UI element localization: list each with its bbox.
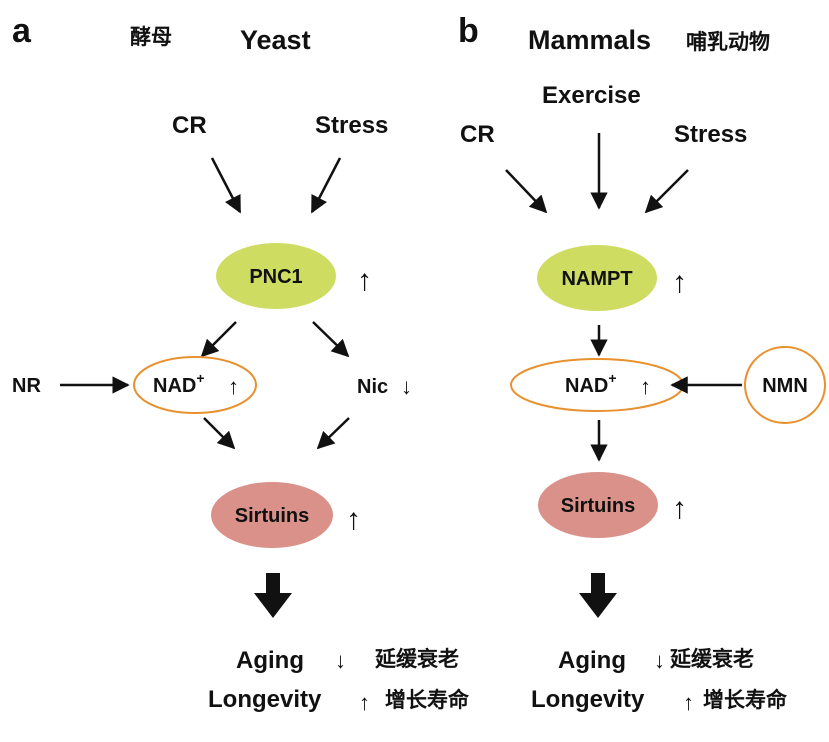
big-down-arrow-b xyxy=(579,573,617,618)
panel-a-letter: a xyxy=(12,12,32,50)
node-sirtuins-b xyxy=(538,472,658,538)
node-nampt-label: NAMPT xyxy=(561,268,632,290)
node-pnc1 xyxy=(216,243,336,309)
aging-a-down-arrow: ↓ xyxy=(335,648,346,673)
outcome-aging-a-cn: 延缓衰老 xyxy=(374,647,459,671)
panel-b-cjk-title: 哺乳动物 xyxy=(686,30,770,54)
outcome-longevity-a-cn: 增长寿命 xyxy=(385,688,470,712)
arrow-pnc1-to-nad xyxy=(200,321,237,358)
panel-a-cjk-title: 酵母 xyxy=(130,25,172,49)
node-sirtuins-b-label: Sirtuins xyxy=(561,495,635,517)
arrow-pnc1-to-nic xyxy=(312,321,350,358)
outcome-longevity-b-cn: 增长寿命 xyxy=(703,688,788,712)
node-nic: Nic xyxy=(357,376,388,398)
node-sirtuins-a-label: Sirtuins xyxy=(235,505,309,527)
node-sirtuins-a xyxy=(211,482,333,548)
node-nmn-label: NMN xyxy=(762,375,808,397)
arrow-stress-to-pnc1 xyxy=(310,157,342,214)
nad-b-up-arrow: ↑ xyxy=(640,374,651,399)
node-nad-b-label: NAD+ xyxy=(565,370,617,397)
arrow-cr-to-pnc1 xyxy=(210,157,242,214)
panel-b-letter: b xyxy=(458,12,479,50)
longevity-b-up-arrow: ↑ xyxy=(683,690,694,715)
outcome-aging-b: Aging xyxy=(558,647,626,674)
node-nad-a-label: NAD+ xyxy=(153,370,205,397)
input-exercise-b: Exercise xyxy=(542,82,641,109)
input-cr-a: CR xyxy=(172,112,207,139)
panel-a: a 酵母 Yeast CR Stress PNC1 ↑ NR NAD+ ↑ Ni… xyxy=(12,12,470,715)
big-down-arrow-a xyxy=(254,573,292,618)
pnc1-up-arrow: ↑ xyxy=(357,264,372,297)
panel-b-title: Mammals xyxy=(528,25,651,55)
input-stress-a: Stress xyxy=(315,112,388,139)
arrow-nic-to-sirtuins xyxy=(316,417,350,450)
aging-b-down-arrow: ↓ xyxy=(654,648,665,673)
node-pnc1-label: PNC1 xyxy=(249,266,302,288)
arrow-nad-to-sirtuins-a xyxy=(203,417,236,450)
node-nampt xyxy=(537,245,657,311)
nad-a-up-arrow: ↑ xyxy=(228,374,239,399)
arrow-stress-to-nampt xyxy=(644,169,689,214)
panel-a-title: Yeast xyxy=(240,25,311,55)
nic-down-arrow: ↓ xyxy=(401,374,412,399)
outcome-aging-a: Aging xyxy=(236,647,304,674)
outcome-aging-b-cn: 延缓衰老 xyxy=(669,647,754,671)
sirtuins-a-up-arrow: ↑ xyxy=(346,503,361,536)
outcome-longevity-a: Longevity xyxy=(208,686,322,713)
sirtuins-b-up-arrow: ↑ xyxy=(672,492,687,525)
node-nad-a xyxy=(133,356,257,414)
longevity-a-up-arrow: ↑ xyxy=(359,690,370,715)
panel-b: b Mammals 哺乳动物 Exercise CR Stress NAMPT … xyxy=(458,12,826,715)
nampt-up-arrow: ↑ xyxy=(672,266,687,299)
arrow-cr-to-nampt xyxy=(505,169,548,214)
input-cr-b: CR xyxy=(460,121,495,148)
input-stress-b: Stress xyxy=(674,121,747,148)
node-nmn xyxy=(744,346,826,424)
outcome-longevity-b: Longevity xyxy=(531,686,645,713)
input-nr-a: NR xyxy=(12,375,41,397)
